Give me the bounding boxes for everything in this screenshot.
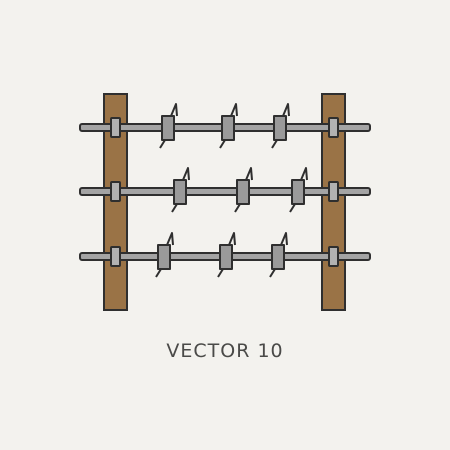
wire-barb [171,167,190,213]
wire-clamp [328,117,339,138]
barbed-wire-strand [79,232,371,278]
wire-clamp [328,181,339,202]
wire-clamp [110,246,121,267]
wire-clamp [110,181,121,202]
vector-caption: VECTOR 10 [166,340,284,362]
wire-barb [217,232,236,278]
wire-barb [155,232,174,278]
barbed-wire-strand [79,103,371,149]
wire-barb [219,103,238,149]
barbed-wire-strand [79,167,371,213]
wire-barb [289,167,308,213]
wire-barb [159,103,178,149]
wire-clamp [110,117,121,138]
wire-barb [271,103,290,149]
wire-barb [269,232,288,278]
wire-clamp [328,246,339,267]
wire-barb [234,167,253,213]
